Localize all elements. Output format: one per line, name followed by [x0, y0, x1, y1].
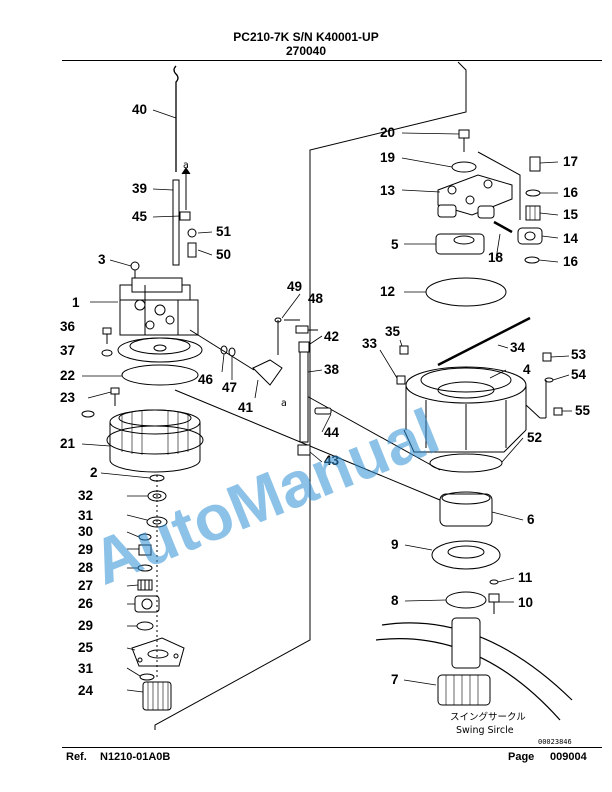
footer-rule: [62, 747, 602, 748]
callout-27: 27: [78, 578, 93, 593]
callout-54: 54: [571, 367, 587, 382]
callout-2: 2: [90, 465, 98, 480]
callout-44: 44: [324, 425, 340, 440]
callout-28: 28: [78, 560, 94, 575]
callout-34: 34: [510, 340, 526, 355]
callout-38: 38: [324, 362, 340, 377]
callout-11: 11: [518, 570, 533, 585]
callout-43: 43: [324, 453, 340, 468]
callout-49: 49: [287, 279, 302, 294]
callout-23: 23: [60, 390, 76, 405]
callout-6: 6: [527, 512, 535, 527]
callout-13: 13: [380, 183, 396, 198]
part-group-number: 270040: [285, 44, 327, 58]
callout-30: 30: [78, 524, 93, 539]
callout-3: 3: [98, 252, 106, 267]
callout-48: 48: [308, 291, 324, 306]
callout-31: 31: [78, 508, 94, 523]
page-label: Page: [508, 751, 535, 763]
callout-45: 45: [132, 209, 148, 224]
callout-41: 41: [238, 400, 254, 415]
callout-29: 29: [78, 618, 93, 633]
callout-29: 29: [78, 542, 93, 557]
callout-5: 5: [391, 237, 399, 252]
callout-46: 46: [198, 372, 214, 387]
callout-16: 16: [563, 254, 579, 269]
callout-52: 52: [527, 430, 542, 445]
callout-51: 51: [216, 224, 232, 239]
callout-40: 40: [132, 102, 147, 117]
ref-value: N1210-01A0B: [100, 751, 171, 763]
callout-26: 26: [78, 596, 94, 611]
diagram-linework: a a: [81, 61, 573, 730]
swing-circle-jp-label: スイングサークル: [450, 711, 526, 723]
callout-39: 39: [132, 181, 147, 196]
callout-17: 17: [563, 154, 578, 169]
callout-14: 14: [563, 231, 579, 246]
callout-1: 1: [72, 295, 80, 310]
callout-33: 33: [362, 336, 378, 351]
ref-mark-a-2: a: [281, 398, 287, 409]
callout-25: 25: [78, 640, 94, 655]
callout-24: 24: [78, 683, 94, 698]
callout-21: 21: [60, 436, 76, 451]
callout-8: 8: [391, 593, 399, 608]
callout-12: 12: [380, 284, 395, 299]
page-value: 009004: [550, 751, 587, 763]
ref-mark-a: a: [183, 160, 189, 171]
callout-32: 32: [78, 488, 93, 503]
callout-4: 4: [523, 362, 531, 377]
callout-9: 9: [391, 537, 399, 552]
callout-37: 37: [60, 343, 75, 358]
callout-42: 42: [324, 329, 339, 344]
swing-circle-en-label: Swing Sircle: [456, 725, 514, 736]
header-rule: [62, 60, 602, 61]
callout-22: 22: [60, 368, 75, 383]
callout-20: 20: [380, 125, 395, 140]
model-line: PC210-7K S/N K40001-UP: [233, 30, 379, 44]
callout-31: 31: [78, 661, 94, 676]
drawing-number: 00023846: [538, 738, 572, 746]
callout-55: 55: [575, 403, 591, 418]
leader-lines: [81, 109, 572, 693]
callout-36: 36: [60, 319, 76, 334]
callout-53: 53: [571, 347, 587, 362]
callout-47: 47: [222, 380, 237, 395]
callout-19: 19: [380, 150, 395, 165]
callout-35: 35: [385, 324, 401, 339]
callout-50: 50: [216, 247, 231, 262]
callout-16: 16: [563, 185, 579, 200]
callout-labels: 1234567891011121314151616171819202122232…: [60, 102, 591, 698]
callout-18: 18: [488, 250, 504, 265]
callout-7: 7: [391, 672, 399, 687]
callout-15: 15: [563, 207, 579, 222]
ref-label: Ref.: [66, 751, 87, 763]
callout-10: 10: [518, 595, 533, 610]
